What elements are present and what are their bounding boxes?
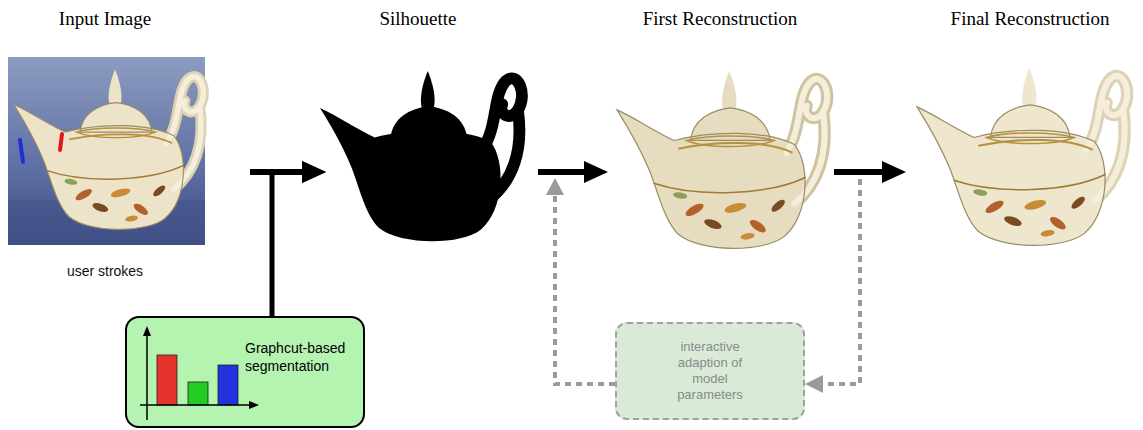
image-panel: First Reconstruction [608, 5, 834, 255]
photo-background [8, 57, 205, 245]
histogram-bar [188, 382, 208, 405]
panel-heading: Input Image [59, 8, 151, 30]
arrow-head [546, 178, 564, 195]
process-label: interactive adaption of model parameters [668, 339, 752, 404]
axis-head [249, 401, 259, 409]
axis [140, 404, 251, 406]
feedback-arrow [817, 172, 860, 384]
image-caption: user strokes [67, 263, 143, 279]
flow-arrow [538, 169, 590, 175]
image-panel: Final Reconstruction [906, 5, 1138, 255]
process-label: Graphcut-based segmentation [245, 340, 357, 375]
input-photo [8, 57, 205, 245]
teapot-first-reconstruction [617, 71, 827, 248]
image-panel: Silhouette [326, 5, 538, 255]
optional-process-box: interactive adaption of model parameters [615, 322, 805, 420]
flow-arrow [272, 172, 308, 316]
teapot-final-reconstruction [917, 68, 1127, 245]
flow-connectors [250, 172, 888, 316]
image-panel: Input Image user strokes [5, 5, 250, 287]
axis [146, 334, 148, 420]
panel-heading: Final Reconstruction [951, 8, 1110, 30]
teapot-photo [14, 70, 204, 230]
flow-arrow [834, 169, 888, 175]
panel-heading: First Reconstruction [643, 8, 798, 30]
histogram-bar [157, 355, 177, 405]
panel-heading: Silhouette [379, 8, 456, 30]
feedback-arrow [555, 172, 615, 384]
user-stroke-blue [20, 140, 23, 162]
teapot-silhouette [320, 71, 522, 241]
histogram-bar [218, 365, 238, 405]
axis-head [143, 326, 151, 336]
process-box: Graphcut-based segmentation [125, 316, 365, 428]
user-stroke-red [60, 134, 62, 150]
